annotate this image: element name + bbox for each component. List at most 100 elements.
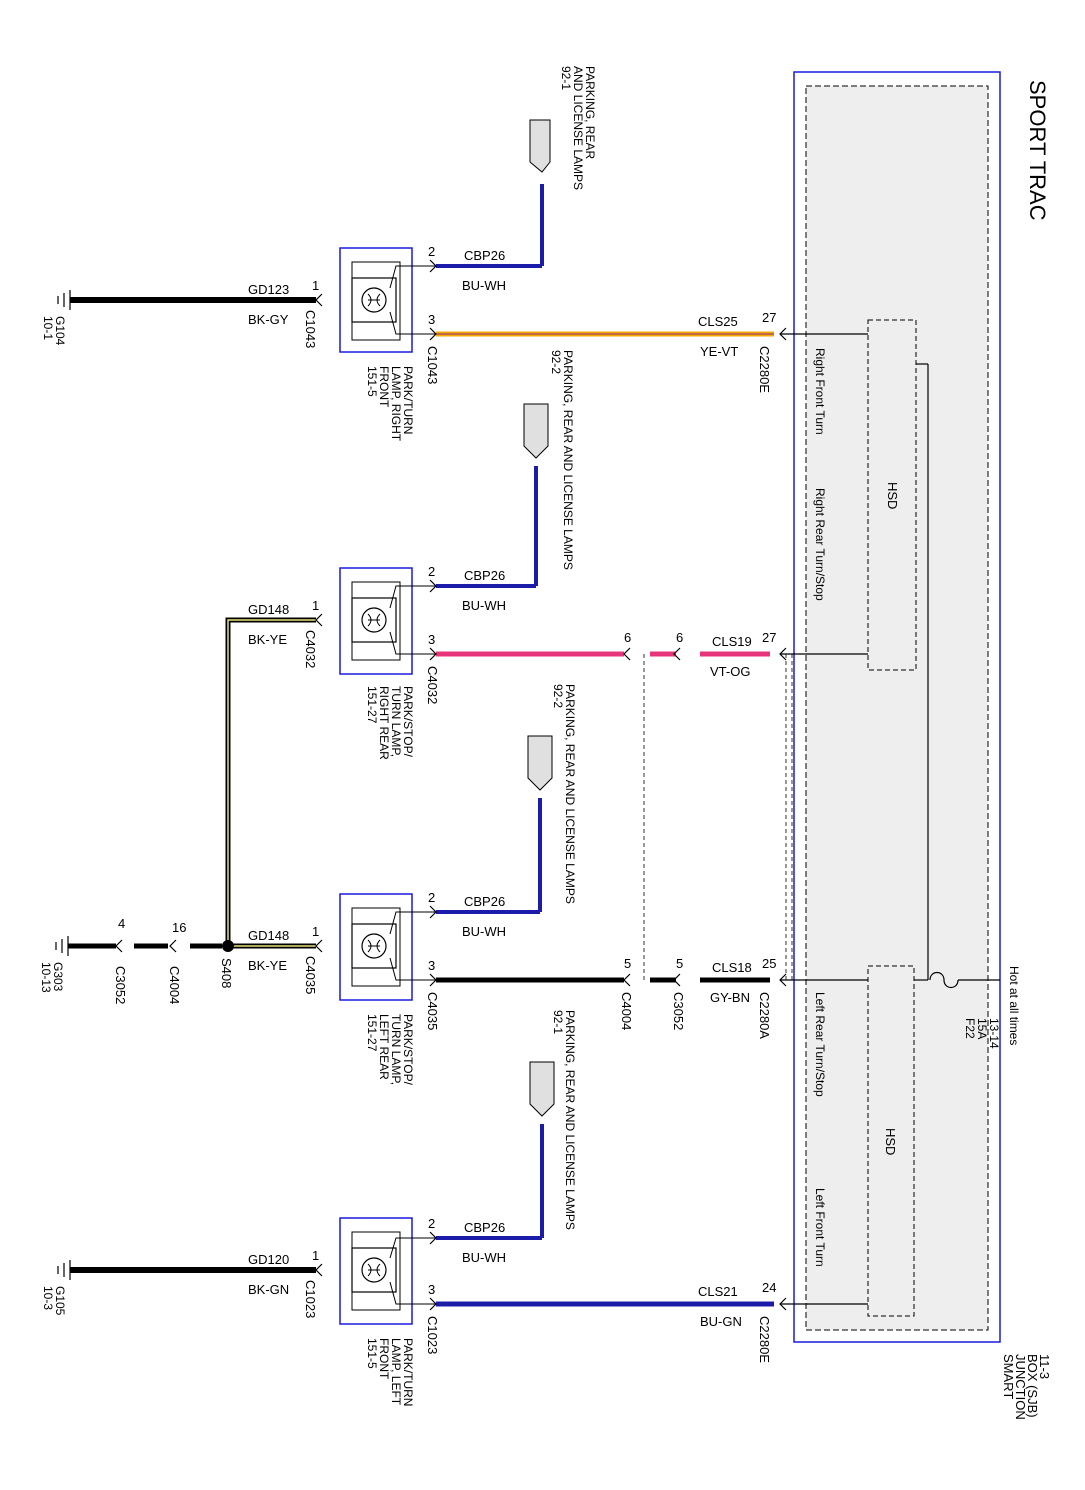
lr-connector-lamp-supply: C4035 — [425, 992, 440, 1030]
rf-ground-label: G104 10-1 — [41, 316, 67, 346]
svg-text:PARKING, REAR: PARKING, REAR — [583, 66, 597, 159]
rr-park-ref: PARKING, REAR AND LICENSE LAMPS 92-2 — [549, 350, 575, 570]
circuit-left-rear: CLS18 GY-BN 25 C2280A 5 C3052 5 C4004 3 … — [39, 684, 776, 1086]
lamp-lf-label: PARK/TURN LAMP, LEFT FRONT 151-5 — [365, 1338, 415, 1406]
lf-pin-lamp-supply: 3 — [428, 1282, 435, 1297]
lamp-lr-bulb-icon — [351, 923, 397, 969]
lr-splice-label: S408 — [219, 958, 234, 988]
lamp-pin-arrows — [315, 259, 437, 1311]
svg-text:TURN LAMP,: TURN LAMP, — [389, 686, 403, 757]
hsd-block-lower — [867, 965, 915, 1317]
rr-ground-color: BK-YE — [248, 632, 287, 647]
svg-text:SMART: SMART — [1001, 1354, 1016, 1399]
svg-text:151-27: 151-27 — [365, 1014, 379, 1052]
rr-supply-pin-sjb: 27 — [762, 630, 776, 645]
rf-ground-pin: 1 — [312, 278, 319, 293]
fuse-icon — [929, 971, 959, 989]
diagram-title: SPORT TRAC — [1025, 80, 1050, 221]
lamp-rr-label: PARK/STOP/ TURN LAMP, RIGHT REAR 151-27 — [365, 686, 415, 760]
lr-ground-connector-b: C3052 — [113, 966, 128, 1004]
lf-connector-lamp-supply: C1023 — [425, 1316, 440, 1354]
rf-connector-lamp-supply: C1043 — [425, 346, 440, 384]
svg-text:13-14: 13-14 — [987, 1018, 1001, 1049]
lf-connector-sjb: C2280E — [757, 1316, 772, 1363]
svg-text:PARK/STOP/: PARK/STOP/ — [401, 686, 415, 758]
lamp-rf-bulb-icon — [351, 277, 397, 323]
svg-text:TURN LAMP,: TURN LAMP, — [389, 1014, 403, 1085]
circuit-left-front: CLS21 BU-GN 24 C2280E 3 C1023 2 CBP26 BU… — [41, 1010, 776, 1406]
lr-connector-sjb: C2280A — [757, 992, 772, 1039]
rf-supply-pin-sjb: 27 — [762, 310, 776, 325]
lf-park-ref: PARKING, REAR AND LICENSE LAMPS 92-1 — [551, 1010, 577, 1230]
lf-park-pin: 2 — [428, 1216, 435, 1231]
lamp-rf-label: PARK/TURN LAMP, RIGHT FRONT 151-5 — [365, 366, 415, 442]
svg-text:LAMP, RIGHT: LAMP, RIGHT — [389, 366, 403, 442]
lr-park-ref-icon — [527, 735, 553, 791]
lr-connector-mid: C3052 — [671, 992, 686, 1030]
svg-text:11-3: 11-3 — [1037, 1354, 1052, 1379]
svg-text:92-2: 92-2 — [549, 350, 563, 374]
lamp-rr-bulb-icon — [351, 597, 397, 643]
rf-park-pin: 2 — [428, 244, 435, 259]
lf-park-color: BU-WH — [462, 1250, 506, 1265]
lr-park-ref: PARKING, REAR AND LICENSE LAMPS 92-2 — [551, 684, 577, 904]
svg-text:92-2: 92-2 — [551, 684, 565, 708]
svg-text:G105: G105 — [53, 1286, 67, 1316]
rr-park-pin: 2 — [428, 564, 435, 579]
power-feed — [914, 363, 1000, 989]
rr-supply-pin-mid: 6 — [676, 630, 683, 645]
rf-ground-circuit: GD123 — [248, 282, 289, 297]
rf-park-ref-icon — [529, 119, 551, 173]
lf-supply-color: BU-GN — [700, 1314, 742, 1329]
svg-text:F22: F22 — [963, 1018, 977, 1039]
wire-gd148-rr[interactable] — [225, 617, 316, 946]
svg-text:151-5: 151-5 — [365, 1338, 379, 1369]
rr-park-color: BU-WH — [462, 598, 506, 613]
rr-connector-lamp-supply: C4032 — [425, 666, 440, 704]
lr-supply-color: GY-BN — [710, 990, 750, 1005]
rr-ground-pin: 1 — [312, 598, 319, 613]
svg-text:92-1: 92-1 — [559, 66, 573, 90]
lf-ground-label: G105 10-3 — [41, 1286, 67, 1316]
rr-ground-circuit: GD148 — [248, 602, 289, 617]
svg-text:AND LICENSE LAMPS: AND LICENSE LAMPS — [571, 66, 585, 190]
svg-text:151-5: 151-5 — [365, 366, 379, 397]
rr-supply-color: VT-OG — [710, 664, 750, 679]
rf-ground-color: BK-GY — [248, 312, 289, 327]
rr-pin-lamp-supply: 3 — [428, 632, 435, 647]
lamp-lf-bulb-icon — [351, 1247, 397, 1293]
rr-park-ref-icon — [523, 403, 549, 459]
rf-pin-lamp-supply: 3 — [428, 312, 435, 327]
svg-text:10-1: 10-1 — [41, 316, 55, 340]
output-left-rear: Left Rear Turn/Stop — [813, 992, 827, 1097]
lr-ground-color: BK-YE — [248, 958, 287, 973]
dashed-harness-lines — [643, 654, 793, 980]
circuit-right-front: CLS25 YE-VT 27 C2280E 3 C1043 2 CBP26 BU… — [41, 66, 776, 442]
svg-text:PARKING, REAR AND LICENSE LAMP: PARKING, REAR AND LICENSE LAMPS — [561, 350, 575, 570]
lr-ground-icon — [55, 936, 69, 956]
rf-ground-connector: C1043 — [303, 310, 318, 348]
svg-text:FRONT: FRONT — [377, 1338, 391, 1380]
svg-text:92-1: 92-1 — [551, 1010, 565, 1034]
lf-supply-circuit: CLS21 — [698, 1284, 738, 1299]
rf-connector-sjb: C2280E — [757, 346, 772, 393]
lr-supply-pin-mid2: 5 — [624, 956, 631, 971]
lr-supply-circuit: CLS18 — [712, 960, 752, 975]
svg-text:PARK/TURN: PARK/TURN — [401, 1338, 415, 1406]
lamp-rf-frame — [339, 247, 413, 353]
lr-park-color: BU-WH — [462, 924, 506, 939]
lr-ground-pin-a: 16 — [172, 920, 186, 935]
lf-ground-icon — [57, 1260, 71, 1280]
lf-ground-connector: C1023 — [303, 1280, 318, 1318]
lr-supply-pin-mid: 5 — [676, 956, 683, 971]
lamp-rr-frame — [339, 567, 413, 675]
lamp-lr-frame — [339, 893, 413, 1001]
svg-text:PARK/TURN: PARK/TURN — [401, 366, 415, 434]
splice-s408 — [222, 940, 234, 952]
rr-park-circuit: CBP26 — [464, 568, 505, 583]
rf-park-color: BU-WH — [462, 278, 506, 293]
sjb-pin-arrows — [779, 327, 787, 1311]
svg-text:PARKING, REAR AND LICENSE LAMP: PARKING, REAR AND LICENSE LAMPS — [563, 1010, 577, 1230]
lr-ground-connector-a: C4004 — [167, 966, 182, 1004]
sjb-label: SMART JUNCTION BOX (SJB) 11-3 — [1001, 1354, 1052, 1420]
